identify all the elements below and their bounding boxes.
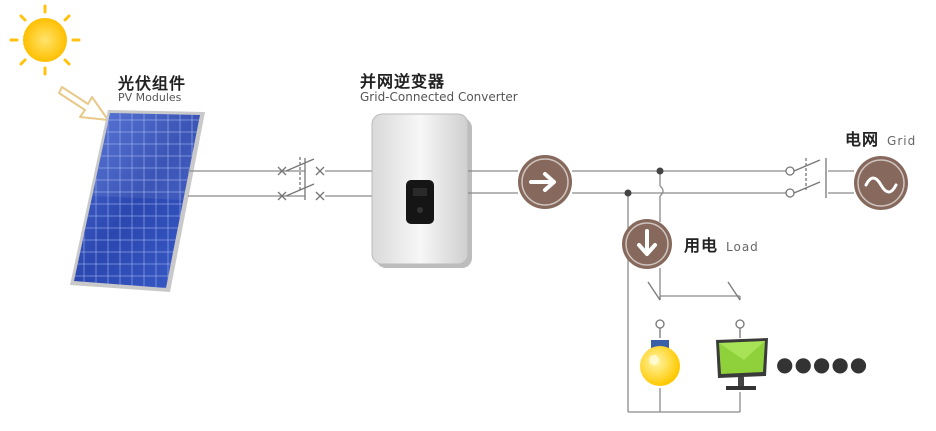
meter-right-icon [518, 155, 572, 209]
inverter-icon [371, 113, 472, 268]
sun-icon [9, 4, 81, 76]
load-switch-icon [647, 281, 745, 338]
inverter-title: 并网逆变器 [360, 72, 446, 91]
solar-panel-icon [70, 110, 205, 292]
grid-title: 电网 [845, 130, 880, 149]
load-label: 用电 Load [684, 232, 759, 256]
switch-icon [277, 157, 325, 201]
grid-switch-icon [785, 158, 827, 198]
monitor-icon [716, 338, 768, 390]
more-loads-ellipsis: ●●●●● [776, 352, 869, 376]
load-subtitle: Load [726, 240, 759, 254]
junction-dots [624, 167, 664, 197]
arrow-icon [58, 86, 109, 121]
pv-modules-title: 光伏组件 [118, 74, 187, 93]
load-title: 用电 [684, 236, 719, 255]
grid-subtitle: Grid [887, 134, 917, 148]
grid-label: 电网 Grid [845, 126, 916, 150]
dc-lines [188, 170, 372, 197]
meter-down-icon [622, 219, 672, 269]
sine-wave-icon [854, 156, 908, 210]
bulb-icon [640, 340, 680, 386]
inverter-subtitle: Grid-Connected Converter [360, 90, 518, 104]
pv-modules-subtitle: PV Modules [118, 91, 182, 104]
